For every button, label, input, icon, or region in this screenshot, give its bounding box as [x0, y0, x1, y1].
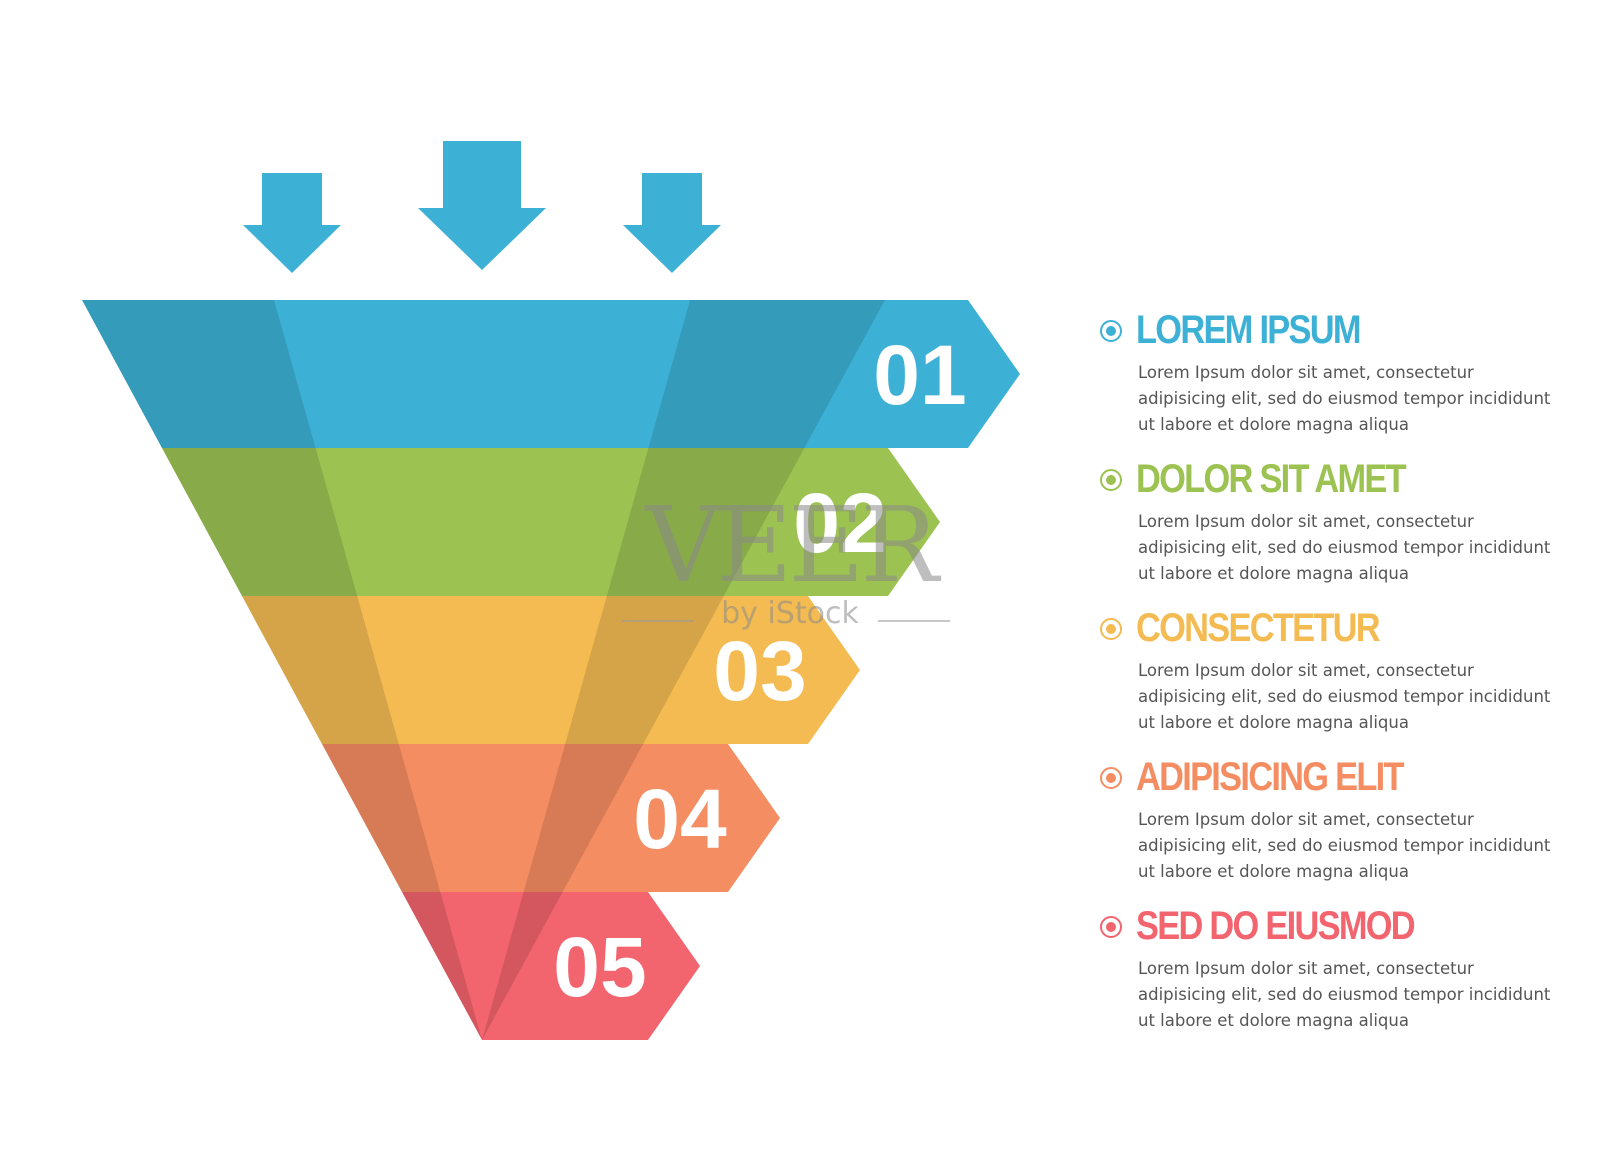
- bullet-icon: [1100, 618, 1122, 640]
- funnel-band-2: [162, 448, 940, 596]
- legend-title: DOLOR SIT AMET: [1136, 457, 1407, 501]
- stage-number-1: 01: [873, 328, 966, 422]
- legend-title: ADIPISICING ELIT: [1136, 755, 1405, 799]
- funnel-shade-right: [482, 300, 885, 1040]
- legend-title: LOREM IPSUM: [1136, 308, 1362, 352]
- legend-description: Lorem Ipsum dolor sit amet, consectetur …: [1138, 810, 1551, 881]
- bullet-icon: [1100, 916, 1122, 938]
- funnel-band-1: [82, 300, 1020, 448]
- legend-description: Lorem Ipsum dolor sit amet, consectetur …: [1138, 959, 1551, 1030]
- bullet-icon: [1100, 469, 1122, 491]
- legend-title: CONSECTETUR: [1136, 606, 1381, 650]
- down-arrow-icon: [623, 173, 721, 273]
- legend-description: Lorem Ipsum dolor sit amet, consectetur …: [1138, 512, 1551, 583]
- down-arrow-icon: [243, 173, 341, 273]
- legend-title: SED DO EIUSMOD: [1136, 904, 1416, 948]
- funnel-shade-left: [82, 300, 482, 1040]
- funnel-band-4: [322, 744, 780, 892]
- legend-description: Lorem Ipsum dolor sit amet, consectetur …: [1138, 363, 1551, 434]
- stage-number-3: 03: [713, 624, 806, 718]
- down-arrow-icon: [418, 141, 546, 270]
- bullet-icon: [1100, 767, 1122, 789]
- bullet-icon: [1100, 320, 1122, 342]
- stage-numbers: 01 02 03 04 05: [553, 328, 966, 1014]
- input-arrows: [243, 141, 721, 273]
- legend-description: Lorem Ipsum dolor sit amet, consectetur …: [1138, 661, 1551, 732]
- stage-number-2: 02: [793, 476, 886, 570]
- funnel-shading: [82, 300, 885, 1040]
- stage-number-4: 04: [633, 772, 727, 866]
- funnel-band-3: [242, 596, 860, 744]
- stage-number-5: 05: [553, 920, 646, 1014]
- funnel-band-5: [402, 892, 700, 1040]
- funnel-bands: [82, 300, 1020, 1040]
